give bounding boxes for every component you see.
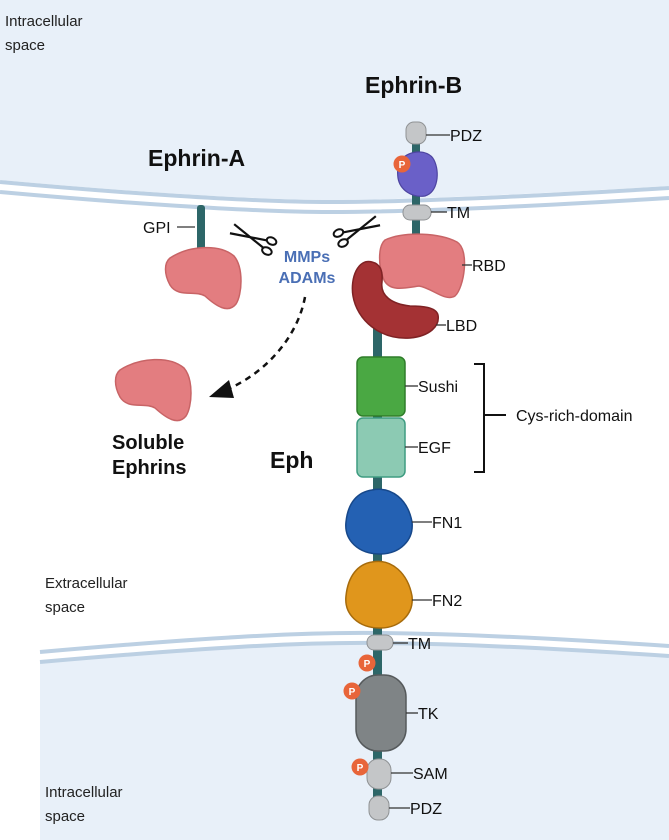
eph-fn1-domain [345, 488, 413, 555]
eph-tk-phospho-label: P [349, 687, 356, 698]
eph-tk-phospho-badge [343, 682, 361, 700]
scissors-icon [229, 223, 278, 256]
top-intracellular-label-line1: Intracellular [5, 13, 83, 30]
eph-sam-phospho-label: P [357, 763, 364, 774]
extracellular-label-line1: Extracellular [45, 575, 128, 592]
sushi-label: Sushi [418, 379, 458, 396]
extracellular-label-line2: space [45, 599, 85, 616]
eph-pdz-domain [368, 795, 390, 821]
eph-sam-phospho-badge [351, 758, 369, 776]
eph-sam-domain [366, 758, 392, 790]
cys-rich-label: Cys-rich-domain [516, 408, 632, 425]
arrowhead-icon [209, 380, 234, 398]
tk-label: TK [418, 706, 439, 723]
soluble-ephrin-domain [114, 358, 192, 422]
fn2-label: FN2 [432, 593, 462, 610]
bottom-intracellular-label-line2: space [45, 808, 85, 825]
ephrin-b-pdz-domain [405, 121, 427, 145]
dashed-arrow-icon [225, 296, 307, 392]
eph-title: Eph [270, 447, 313, 473]
fn1-label: FN1 [432, 515, 462, 532]
adams-label: ADAMs [279, 270, 336, 287]
pdz-bottom-label: PDZ [410, 801, 442, 818]
top-membrane-inner [0, 190, 669, 215]
ephrin-b-rbd-domain [378, 233, 466, 299]
sam-label: SAM [413, 766, 448, 783]
eph-tk-domain [355, 674, 407, 752]
eph-egf-domain [356, 417, 406, 478]
bottom-intracellular-label-line1: Intracellular [45, 784, 123, 801]
ephrin-a-gpi-stalk [197, 205, 205, 253]
ephrin-b-phospho-label: P [399, 160, 406, 171]
soluble-ephrins-line1: Soluble [112, 432, 184, 454]
eph-juxtamembrane-phospho-badge [358, 654, 376, 672]
egf-label: EGF [418, 440, 451, 457]
ephrin-a-title: Ephrin-A [148, 145, 245, 171]
bottom-intracellular-space [40, 642, 669, 840]
top-intracellular-label-line2: space [5, 37, 45, 54]
eph-tm-domain [366, 634, 394, 651]
eph-juxtamembrane-phospho-label: P [364, 659, 371, 670]
top-intracellular-space [0, 0, 669, 200]
top-membrane-outer [0, 180, 669, 205]
ephrin-b-tm-domain [402, 204, 432, 221]
eph-fn2-domain [345, 560, 413, 629]
pdz-top-label: PDZ [450, 128, 482, 145]
mmps-label: MMPs [284, 249, 330, 266]
lbd-label: LBD [446, 318, 477, 335]
eph-lbd-domain [351, 260, 439, 339]
eph-sushi-domain [356, 356, 406, 417]
ephrin-b-phospho-badge [393, 155, 411, 173]
soluble-ephrins-line2: Ephrins [112, 457, 186, 479]
tm-bottom-label: TM [408, 636, 431, 653]
scissors-icon [332, 215, 381, 248]
gpi-label: GPI [143, 220, 171, 237]
tm-top-label: TM [447, 205, 470, 222]
bracket-icon [474, 363, 485, 473]
rbd-label: RBD [472, 258, 506, 275]
ephrin-b-title: Ephrin-B [365, 72, 462, 98]
extracellular-space [0, 180, 669, 650]
ephrin-a-domain [164, 246, 242, 310]
